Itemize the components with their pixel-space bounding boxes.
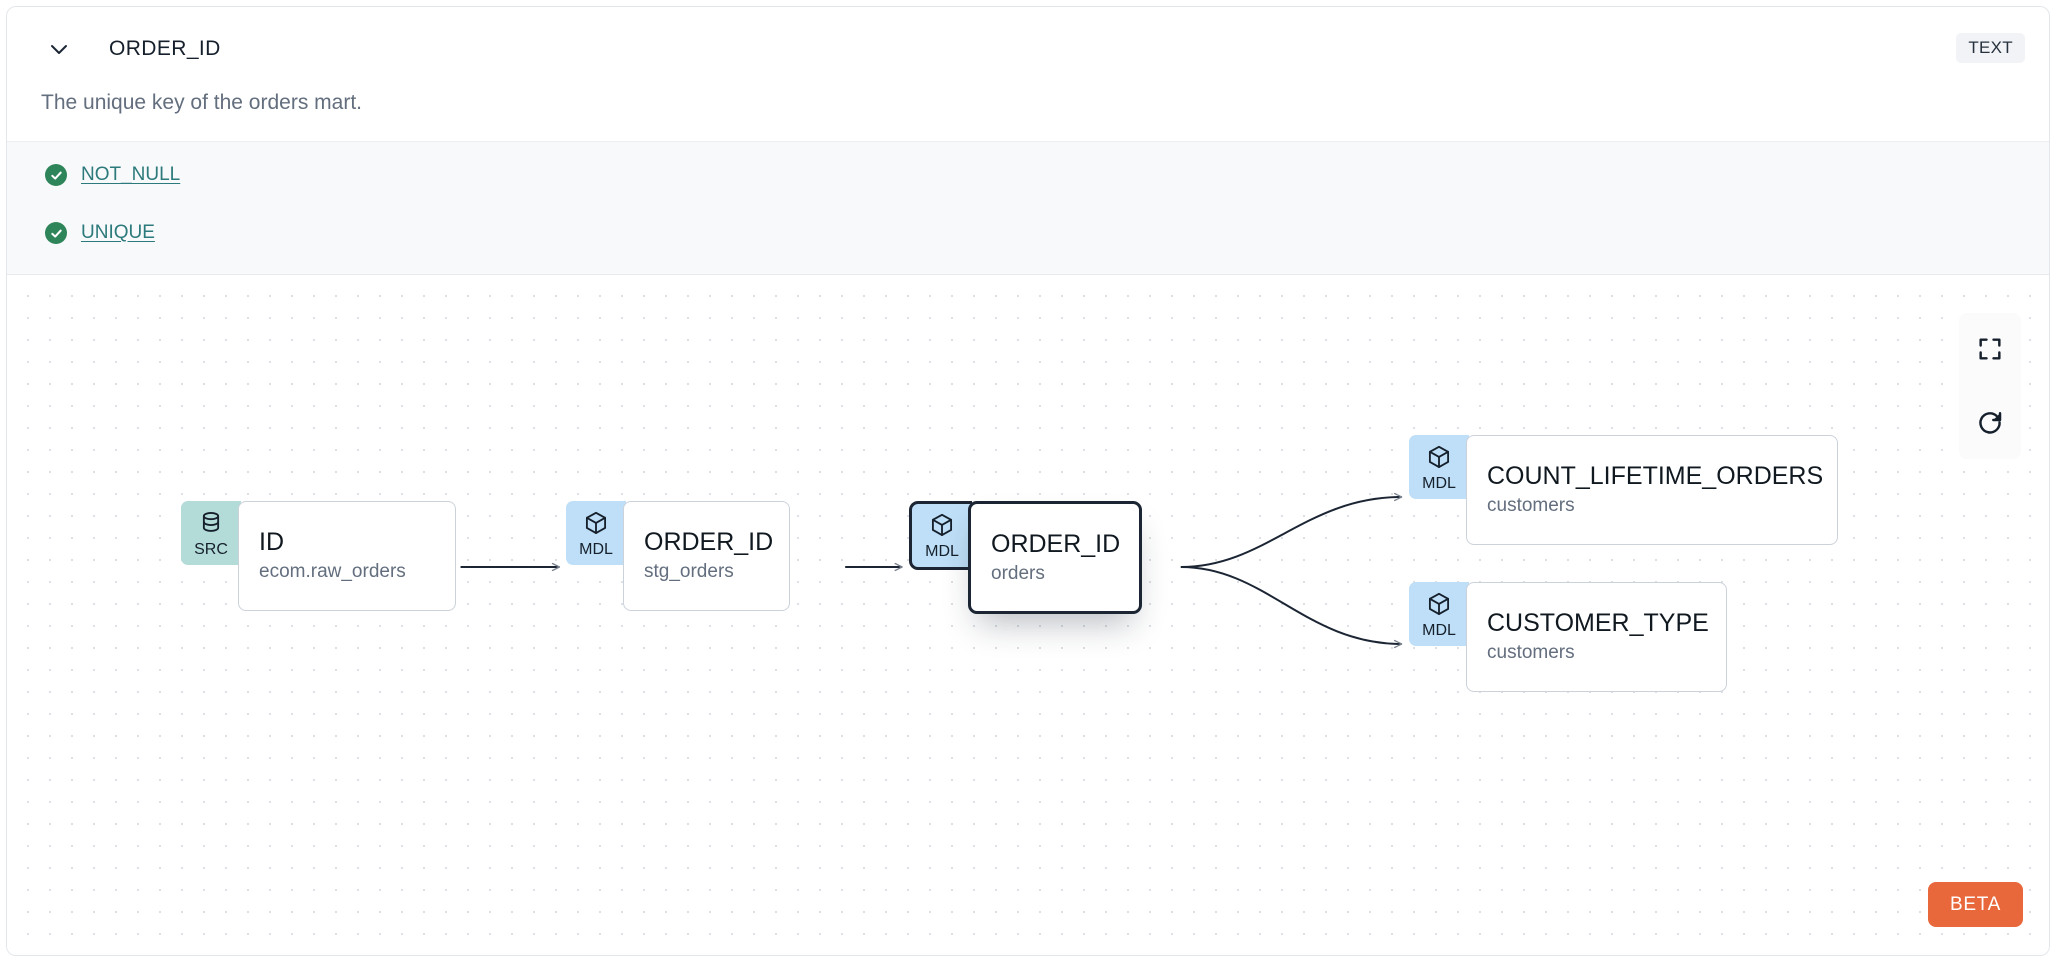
refresh-icon <box>1976 409 2004 437</box>
lineage-node-orders-selected[interactable]: MDL ORDER_ID orders <box>909 501 1142 614</box>
node-body[interactable]: ID ecom.raw_orders <box>238 501 456 611</box>
node-kind-label: MDL <box>1422 622 1456 639</box>
canvas-controls <box>1959 313 2021 459</box>
node-model-name: ecom.raw_orders <box>259 561 406 583</box>
node-model-name: orders <box>991 562 1045 584</box>
node-kind-label: MDL <box>925 543 959 560</box>
cube-icon <box>929 512 955 543</box>
lineage-node-customer-type[interactable]: MDL CUSTOMER_TYPE customers <box>1409 582 1727 692</box>
lineage-edges <box>460 492 1403 649</box>
node-kind-label: MDL <box>579 541 613 558</box>
edge-orders-to-customer-type <box>1180 566 1403 649</box>
node-kind-badge-src: SRC <box>181 501 241 565</box>
lineage-node-count-lifetime-orders[interactable]: MDL COUNT_LIFETIME_ORDERS customers <box>1409 435 1838 545</box>
test-row[interactable]: UNIQUE <box>45 222 155 244</box>
database-icon <box>198 510 224 541</box>
node-column-name: ORDER_ID <box>991 529 1121 558</box>
fit-view-button[interactable] <box>1959 313 2021 385</box>
test-link-not-null[interactable]: NOT_NULL <box>81 164 181 185</box>
node-body[interactable]: COUNT_LIFETIME_ORDERS customers <box>1466 435 1838 545</box>
tests-section: NOT_NULL UNIQUE <box>7 141 2049 275</box>
node-kind-label: SRC <box>194 541 228 558</box>
test-row[interactable]: NOT_NULL <box>45 164 180 186</box>
node-kind-label: MDL <box>1422 475 1456 492</box>
check-circle-icon <box>45 222 67 244</box>
test-link-unique[interactable]: UNIQUE <box>81 222 155 243</box>
card-header: ORDER_ID TEXT <box>7 7 2049 87</box>
cube-icon <box>583 510 609 541</box>
node-kind-badge-mdl: MDL <box>1409 435 1469 499</box>
cube-icon <box>1426 444 1452 475</box>
data-type-badge: TEXT <box>1956 33 2025 63</box>
node-model-name: customers <box>1487 495 1575 517</box>
chevron-down-icon[interactable] <box>45 35 73 63</box>
node-body[interactable]: ORDER_ID orders <box>968 501 1142 614</box>
node-column-name: ID <box>259 528 284 557</box>
cube-icon <box>1426 591 1452 622</box>
node-column-name: COUNT_LIFETIME_ORDERS <box>1487 462 1824 491</box>
node-column-name: CUSTOMER_TYPE <box>1487 609 1709 638</box>
page-title: ORDER_ID <box>109 37 221 60</box>
fullscreen-icon <box>1976 335 2004 363</box>
lineage-node-stg-orders[interactable]: MDL ORDER_ID stg_orders <box>566 501 790 611</box>
node-model-name: customers <box>1487 642 1575 664</box>
refresh-button[interactable] <box>1959 387 2021 459</box>
edge-orders-to-count-lifetime-orders <box>1180 492 1403 568</box>
node-body[interactable]: CUSTOMER_TYPE customers <box>1466 582 1727 692</box>
lineage-node-id[interactable]: SRC ID ecom.raw_orders <box>181 501 456 611</box>
column-detail-card: ORDER_ID TEXT The unique key of the orde… <box>6 6 2050 956</box>
node-column-name: ORDER_ID <box>644 528 774 557</box>
node-model-name: stg_orders <box>644 561 734 583</box>
node-kind-badge-mdl: MDL <box>909 501 972 570</box>
node-kind-badge-mdl: MDL <box>1409 582 1469 646</box>
check-circle-icon <box>45 164 67 186</box>
node-body[interactable]: ORDER_ID stg_orders <box>623 501 790 611</box>
lineage-canvas[interactable]: SRC ID ecom.raw_orders <box>7 275 2049 955</box>
beta-badge[interactable]: BETA <box>1927 882 2023 927</box>
column-description: The unique key of the orders mart. <box>41 91 362 114</box>
node-kind-badge-mdl: MDL <box>566 501 626 565</box>
